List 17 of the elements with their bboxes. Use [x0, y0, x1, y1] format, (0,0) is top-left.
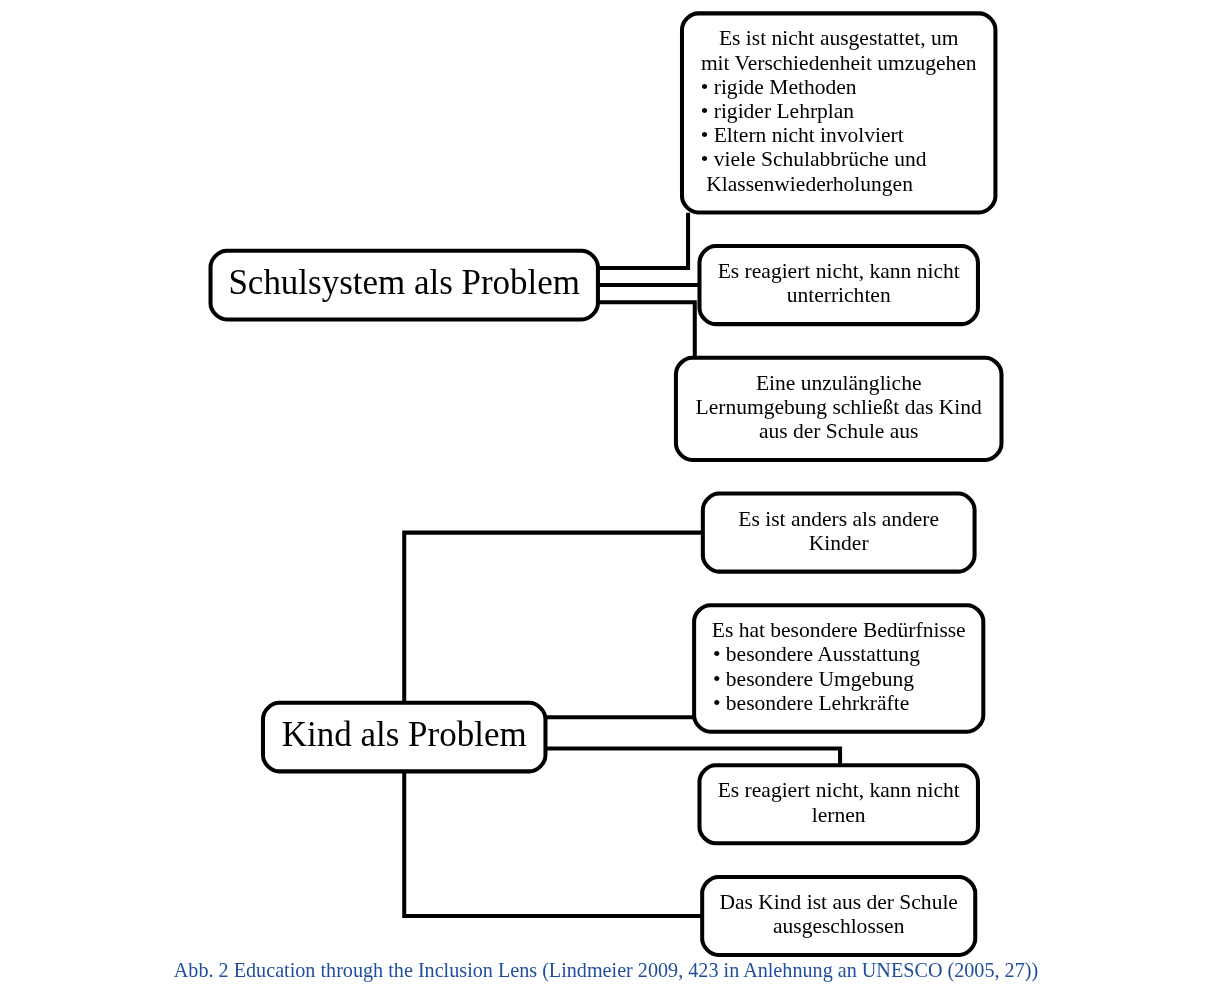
- node-box: Es ist anders als andere Kinder: [700, 491, 977, 574]
- connector: [545, 715, 694, 720]
- connector: [402, 771, 702, 918]
- node-box: Das Kind ist aus der Schule ausgeschlossen: [700, 874, 978, 957]
- connector: [597, 283, 700, 288]
- node-box: Es ist nicht ausgestattet, um mit Verschiedenheit umzugehen • rigide Methoden • rigider Lehrplan • Eltern nicht involviert • viele Schulabbrüche und Klassenwiederholungen: [680, 11, 998, 215]
- connector: [545, 746, 843, 765]
- node-box: Es hat besondere Bedürfnisse • besondere Ausstattung • besondere Umgebung • besondere Lehrkräfte: [692, 603, 986, 734]
- node-box: Kind als Problem: [260, 700, 548, 774]
- connector: [402, 530, 703, 703]
- caption: Abb. 2 Education through the Inclusion Lens (Lindmeier 2009, 423 in Anlehnung an UNESCO (2005, 27)): [173, 958, 1039, 981]
- connector: [598, 212, 691, 270]
- connector: [598, 300, 697, 358]
- node-box: Schulsystem als Problem: [208, 248, 600, 322]
- node-box: Es reagiert nicht, kann nicht lernen: [697, 763, 980, 846]
- node-box: Eine unzulängliche Lernumgebung schließt das Kind aus der Schule aus: [673, 355, 1004, 462]
- node-box: Es reagiert nicht, kann nicht unterrichten: [697, 244, 980, 327]
